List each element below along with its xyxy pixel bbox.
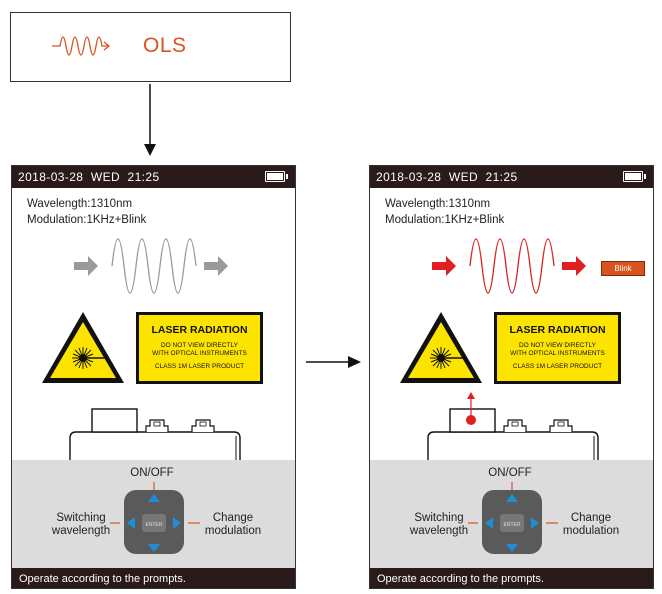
status-time: 21:25 — [485, 170, 518, 184]
laser-warning-icon — [42, 312, 124, 383]
down-arrow-key-icon — [148, 544, 160, 552]
left-arrow-icon — [127, 517, 135, 529]
connector-port — [91, 408, 138, 433]
device-screen-after: 2018-03-28 WED 21:25 Wavelength:1310nm M… — [369, 165, 654, 589]
laser-radiation-sign: LASER RADIATION DO NOT VIEW DIRECTLY WIT… — [136, 312, 263, 384]
footer-bar: Operate according to the prompts. — [12, 568, 295, 588]
right-arrow-key-icon — [531, 517, 539, 529]
arrow-in-icon — [432, 256, 456, 276]
navigation-pad[interactable]: ENTER — [466, 476, 566, 556]
status-day: WED — [90, 170, 121, 184]
wavelength-readout: Wavelength:1310nm — [27, 198, 133, 210]
footer-prompt: Operate according to the prompts. — [19, 573, 186, 585]
ols-signal-icon — [52, 36, 111, 56]
blink-badge: Blink — [601, 261, 645, 276]
arrow-in-icon — [74, 256, 98, 276]
on-off-label: ON/OFF — [130, 467, 174, 479]
footer-bar: Operate according to the prompts. — [370, 568, 653, 588]
on-off-label: ON/OFF — [488, 467, 532, 479]
sign-line-3: CLASS 1M LASER PRODUCT — [512, 363, 603, 370]
wavelength-readout: Wavelength:1310nm — [385, 198, 491, 210]
laser-radiation-sign: LASER RADIATION DO NOT VIEW DIRECTLY WIT… — [494, 312, 621, 384]
enter-key-label: ENTER — [146, 522, 163, 528]
device-top-outline — [69, 408, 241, 460]
sign-line-3: CLASS 1M LASER PRODUCT — [154, 363, 245, 370]
laser-dot-icon — [466, 415, 476, 425]
device-screen-before: 2018-03-28 WED 21:25 Wavelength:1310nm M… — [11, 165, 296, 589]
arrow-out-icon — [204, 256, 228, 276]
sign-line-2: WITH OPTICAL INSTRUMENTS — [152, 350, 247, 357]
signal-wave-inactive — [74, 238, 228, 294]
right-arrow-icon — [306, 356, 361, 368]
device-top-outline — [427, 392, 599, 460]
battery-icon — [623, 171, 646, 182]
left-arrow-icon — [485, 517, 493, 529]
laser-warning-icon — [400, 312, 482, 383]
status-date: 2018-03-28 — [376, 170, 442, 184]
down-arrow-icon — [144, 84, 156, 156]
up-arrow-icon — [506, 494, 518, 502]
right-arrow-key-icon — [173, 517, 181, 529]
status-bar: 2018-03-28 WED 21:25 — [12, 166, 295, 188]
sign-line-1: DO NOT VIEW DIRECTLY — [160, 342, 239, 349]
status-time: 21:25 — [127, 170, 160, 184]
footer-prompt: Operate according to the prompts. — [377, 573, 544, 585]
ols-module-box — [10, 12, 291, 82]
sign-title: LASER RADIATION — [151, 324, 248, 336]
signal-wave-active — [432, 238, 586, 294]
sign-line-2: WITH OPTICAL INSTRUMENTS — [510, 350, 605, 357]
modulation-readout: Modulation:1KHz+Blink — [385, 214, 505, 226]
sign-line-1: DO NOT VIEW DIRECTLY — [518, 342, 597, 349]
status-date: 2018-03-28 — [18, 170, 84, 184]
sign-title: LASER RADIATION — [509, 324, 606, 336]
arrow-out-icon — [562, 256, 586, 276]
status-bar: 2018-03-28 WED 21:25 — [370, 166, 653, 188]
ols-label: OLS — [143, 34, 187, 57]
modulation-readout: Modulation:1KHz+Blink — [27, 214, 147, 226]
down-arrow-key-icon — [506, 544, 518, 552]
navigation-pad[interactable]: ENTER — [108, 476, 208, 556]
enter-key-label: ENTER — [504, 522, 521, 528]
status-day: WED — [448, 170, 479, 184]
up-arrow-icon — [148, 494, 160, 502]
battery-icon — [265, 171, 288, 182]
